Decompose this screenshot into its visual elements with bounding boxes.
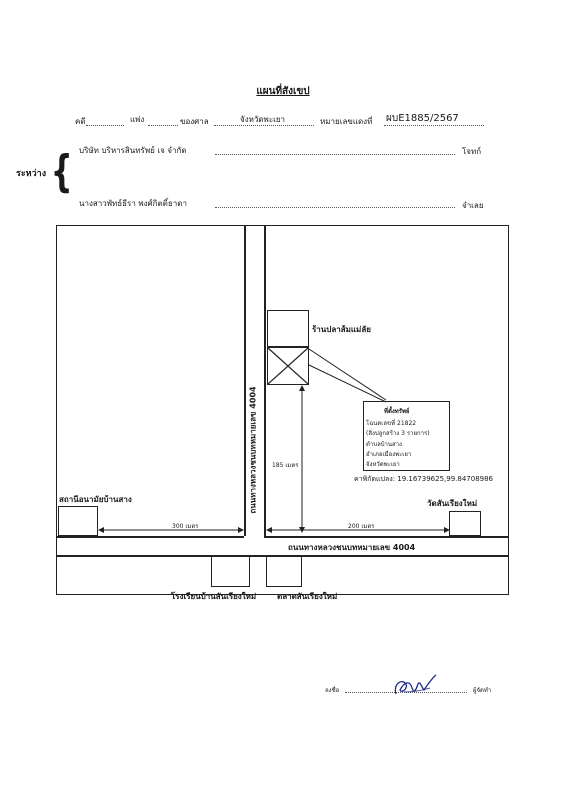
signature-scribble <box>394 674 437 695</box>
property-province: จังหวัดพะเยา <box>366 461 400 468</box>
distance-vertical: 185 เมตร <box>272 462 299 469</box>
case-number-label: หมายเลขแดงที่ <box>320 117 373 126</box>
property-info-box <box>363 401 450 471</box>
coordinates: คาพิกัดแปลง: 19.16739625,99.84708986 <box>354 475 494 483</box>
map-frame <box>56 225 509 595</box>
health-station-building <box>58 506 98 536</box>
property-marker <box>267 347 309 385</box>
school-label: โรงเรียนบ้านสันเรียงใหม่ <box>171 592 257 601</box>
vertical-road-edge-right <box>264 226 266 536</box>
case-type: แพ่ง <box>130 115 145 124</box>
market-building <box>266 556 302 587</box>
property-heading: ที่ตั้งทรัพย์ <box>384 408 410 415</box>
case-number: ผบE1885/2567 <box>386 113 459 124</box>
sign-label: ลงชื่อ <box>325 687 340 694</box>
defendant-name: นางสาวพัทธ์ธีรา พงศ์กิตติ์ธาดา <box>79 199 187 208</box>
court-label: ของศาล <box>180 117 209 126</box>
case-label: คดี <box>75 117 86 126</box>
property-district: อำเภอเมืองพะเยา <box>366 451 412 458</box>
brace-icon: { <box>50 146 73 197</box>
property-deed: โฉนดเลขที่ 21822 <box>366 420 417 427</box>
plaintiff-role: โจทก์ <box>462 147 482 156</box>
left-distance-arrow <box>98 527 244 533</box>
temple-label: วัดสันเรียงใหม่ <box>427 499 478 508</box>
health-station-label: สถานีอนามัยบ้านสาง <box>59 495 132 504</box>
temple-building <box>449 511 481 536</box>
horizontal-road-edge-top-right <box>264 536 508 538</box>
vertical-distance-arrow <box>299 385 305 533</box>
distance-left: 300 เมตร <box>172 523 199 530</box>
school-building <box>211 556 250 587</box>
horizontal-road-edge-top-left <box>57 536 244 538</box>
market-label: ตลาดสันเรียงใหม่ <box>277 592 338 601</box>
between-label: ระหว่าง <box>16 169 47 179</box>
vertical-road-label: ถนนทางหลวงชนบทหมายเลข 4004 <box>248 386 258 514</box>
leader-lines <box>308 348 387 403</box>
shop-label: ร้านปลาส้มแม่ลัย <box>312 325 371 334</box>
court-name: จังหวัดพะเยา <box>240 115 286 124</box>
horizontal-road-label: ถนนทางหลวงชนบทหมายเลข 4004 <box>288 543 416 552</box>
page-title: แผนที่สังเขป <box>256 86 310 97</box>
plaintiff-name: บริษัท บริหารสินทรัพย์ เจ จำกัด <box>79 146 187 155</box>
property-subdistrict: ตำบลบ้านสาง <box>366 441 402 448</box>
horizontal-road-edge-bottom <box>57 555 508 557</box>
distance-right: 200 เมตร <box>348 523 375 530</box>
right-distance-arrow <box>266 527 450 533</box>
vertical-road-edge-left <box>244 226 246 536</box>
shop-building <box>267 310 309 347</box>
property-cross-icon <box>267 347 309 385</box>
signer-role: ผู้จัดทำ <box>473 687 492 694</box>
property-buildings: (สิ่งปลูกสร้าง 3 รายการ) <box>366 430 430 437</box>
defendant-role: จำเลย <box>462 201 484 210</box>
